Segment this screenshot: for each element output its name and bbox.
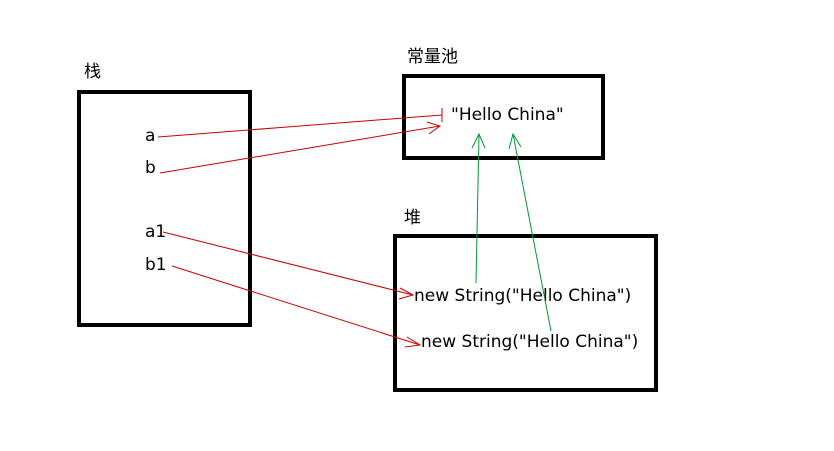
stack-reference-arrows (157, 108, 443, 348)
arrow-b-to-pool (159, 121, 442, 174)
heap-object-1: new String("Hello China") (414, 286, 632, 306)
constant-pool-string: "Hello China" (451, 105, 564, 125)
stack-var-b: b (145, 158, 156, 178)
stack-title: 栈 (84, 62, 101, 82)
constant-pool-title: 常量池 (407, 47, 458, 67)
heap-title: 堆 (404, 208, 421, 228)
arrow-a1-to-heap-object-1 (162, 231, 415, 300)
stack-var-b1: b1 (145, 255, 167, 275)
arrow-heap-object-1-to-pool (471, 132, 486, 284)
arrow-heap-object-2-to-pool (508, 132, 552, 332)
heap-box (393, 234, 658, 392)
stack-var-a1: a1 (145, 222, 167, 242)
arrow-a-to-pool (157, 108, 443, 138)
constant-pool-box (402, 74, 605, 160)
stack-var-a: a (145, 126, 156, 146)
heap-to-pool-arrows (471, 132, 552, 332)
heap-object-2: new String("Hello China") (421, 332, 639, 352)
arrow-b1-to-heap-object-2 (171, 265, 422, 348)
stack-box (77, 90, 252, 327)
